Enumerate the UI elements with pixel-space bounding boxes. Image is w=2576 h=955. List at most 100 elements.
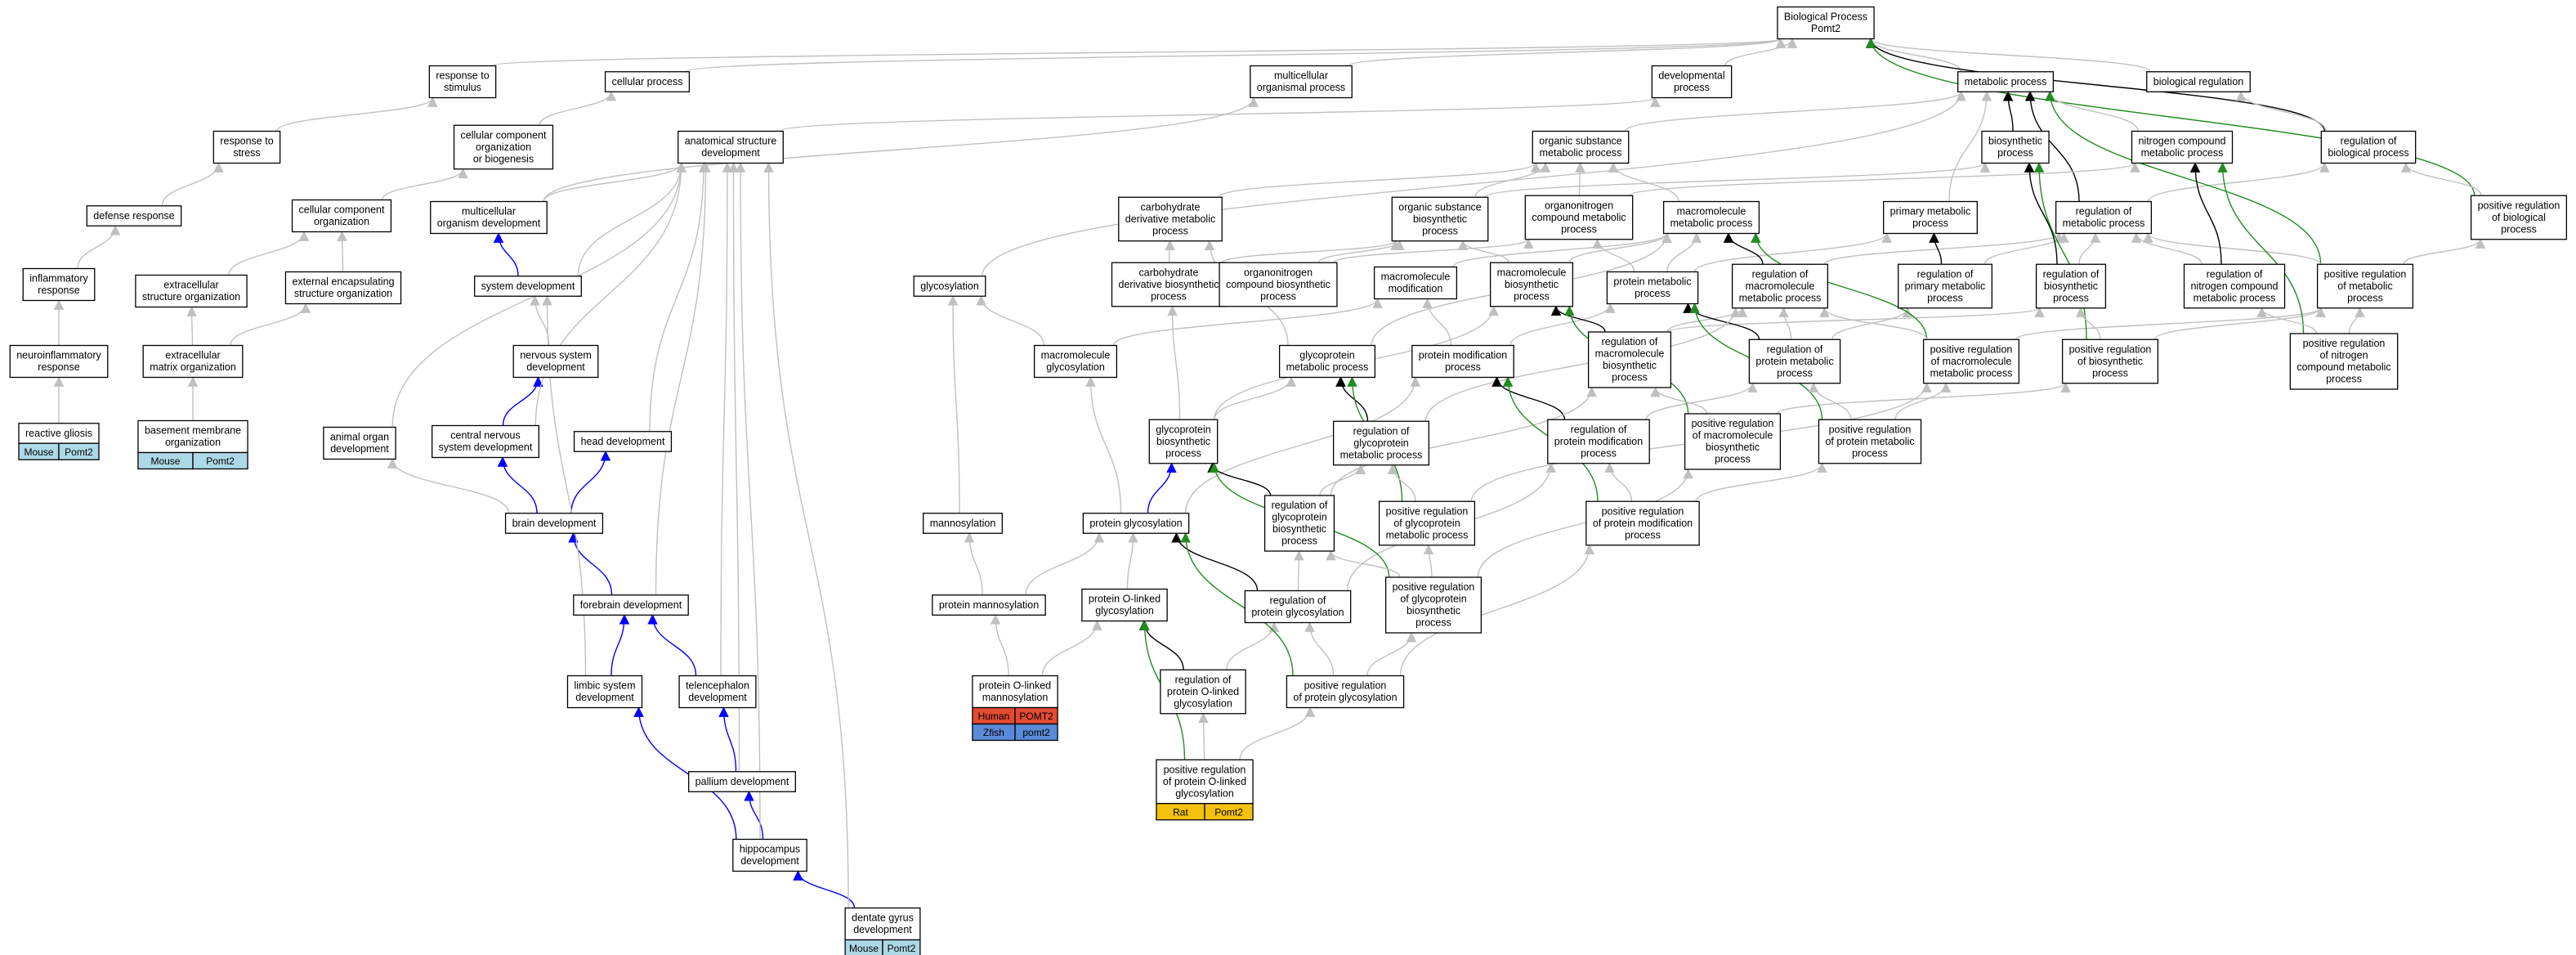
edge-pos-reg-biosyn-to-biosyn — [2033, 162, 2087, 340]
node-label-line: system development — [439, 442, 533, 453]
node-pallium[interactable]: pallium development — [688, 771, 796, 792]
node-label-line: carbohydrate — [1141, 201, 1201, 213]
node-metab[interactable]: metabolic process — [1957, 71, 2055, 92]
edge-hippo-to-anat — [735, 162, 761, 840]
edge-prim-metab-to-metab — [1948, 90, 1992, 202]
node-bio-reg[interactable]: biological regulation — [2146, 71, 2251, 92]
node-box — [1081, 588, 1168, 622]
node-cell-proc[interactable]: cellular process — [604, 71, 691, 92]
node-label-line: inflammatory — [29, 273, 88, 285]
node-prot-mannos[interactable]: protein mannosylation — [932, 594, 1046, 616]
node-reg-macro-bio[interactable]: regulation ofmacromoleculebiosyntheticpr… — [1587, 331, 1672, 388]
node-box — [428, 65, 497, 99]
node-head-dev[interactable]: head development — [573, 431, 673, 452]
edge-pos-reg-macro-bio-to-reg-macro-bio — [1650, 386, 1708, 415]
node-box — [1332, 420, 1430, 466]
node-forebrain[interactable]: forebrain development — [573, 594, 689, 616]
node-label-line: positive regulation — [2303, 338, 2386, 349]
node-brain-dev[interactable]: brain development — [504, 513, 604, 534]
node-sys-dev[interactable]: system development — [474, 276, 582, 297]
node-prot-glyc[interactable]: protein glycosylation — [1082, 513, 1190, 534]
node-label-line: positive regulation — [1393, 581, 1475, 593]
node-defense[interactable]: defense response — [86, 205, 182, 226]
node-box — [9, 344, 109, 379]
node-mannosylation[interactable]: mannosylation — [923, 513, 1003, 534]
node-glycosylation[interactable]: glycosylation — [913, 276, 986, 297]
node-box — [1981, 130, 2050, 164]
node-label-line: basement membrane — [145, 425, 241, 437]
node-reg-glycoprot-bio[interactable]: regulation ofglycoproteinbiosyntheticpro… — [1263, 495, 1335, 552]
edge-prot-metab-to-organonitro — [1592, 238, 1635, 272]
node-label-line: anatomical structure — [685, 136, 777, 147]
edge-multi-org-to-bp — [1348, 38, 1786, 67]
node-label-line: biosynthetic — [1603, 360, 1657, 371]
node-box — [1033, 344, 1118, 379]
